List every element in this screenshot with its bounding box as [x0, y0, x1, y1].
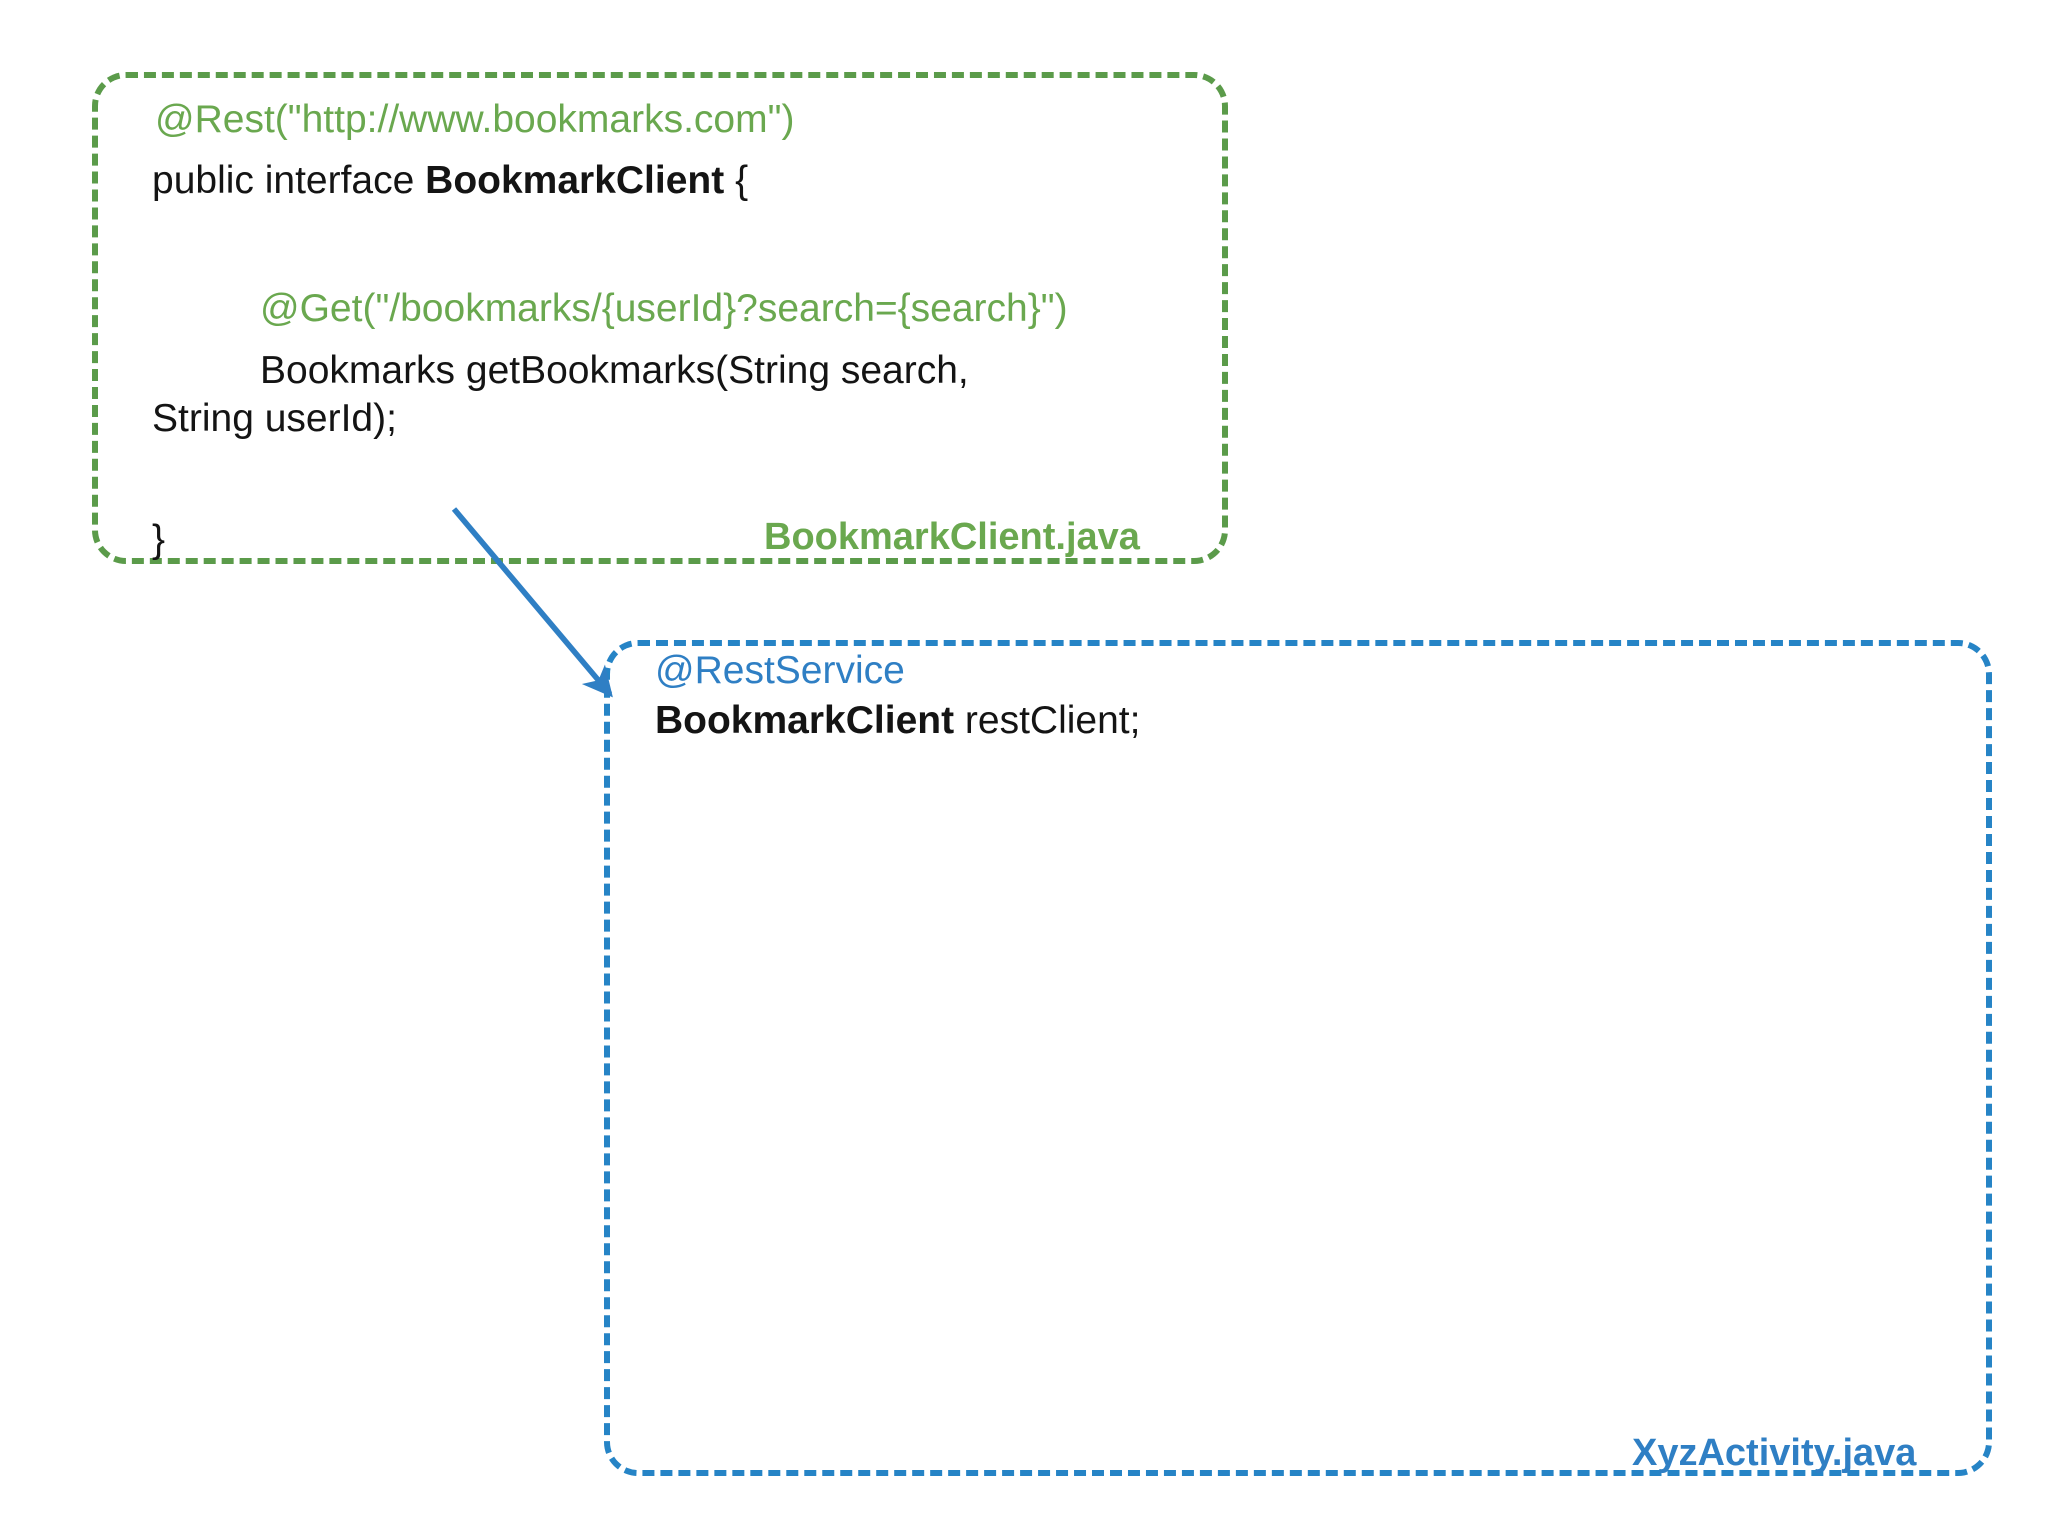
restservice-field-name-text: restClient; — [954, 699, 1141, 742]
interface-keyword-text: public interface — [152, 159, 426, 202]
interface-declaration-line: public interface BookmarkClient { — [152, 157, 748, 205]
xyzactivity-code-box — [604, 640, 1992, 1476]
closing-brace-line: } — [152, 518, 166, 561]
get-annotation-line: @Get("/bookmarks/{userId}?search={search… — [260, 287, 1068, 330]
restservice-field-type-text: BookmarkClient — [655, 699, 955, 742]
restservice-field-line: BookmarkClient restClient; — [655, 697, 1140, 745]
xyzactivity-file-label: XyzActivity.java — [1632, 1432, 1917, 1474]
restservice-annotation-line: @RestService — [655, 649, 905, 692]
bookmarkclient-file-label: BookmarkClient.java — [764, 516, 1140, 558]
rest-annotation-line: @Rest("http://www.bookmarks.com") — [155, 98, 795, 141]
interface-open-brace-text: { — [724, 159, 749, 202]
method-declaration-line: Bookmarks getBookmarks(String search, St… — [152, 349, 980, 440]
bookmarkclient-code-box — [92, 72, 1228, 564]
interface-name-text: BookmarkClient — [425, 159, 725, 202]
